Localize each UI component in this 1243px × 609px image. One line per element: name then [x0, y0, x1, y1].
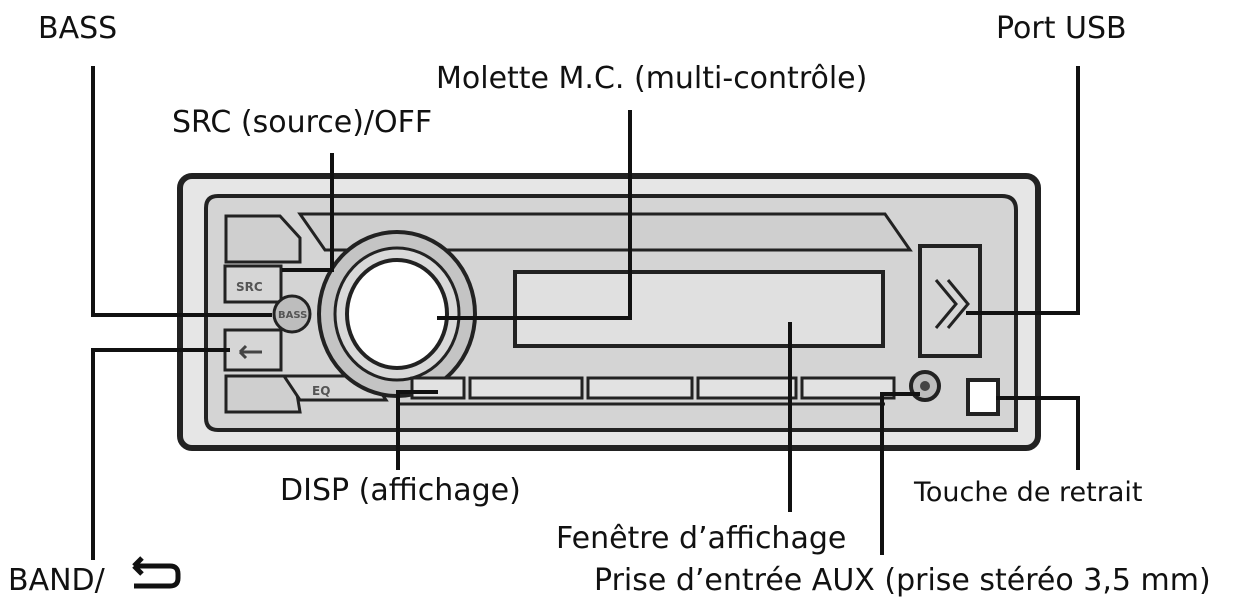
- preset-5-6: [800, 376, 896, 400]
- bass-button: [272, 294, 312, 334]
- leader-release: [996, 396, 1080, 470]
- back-arrow-icon: [238, 344, 262, 360]
- disp-button: [410, 376, 466, 400]
- bass-button-text: BASS: [278, 310, 307, 321]
- leader-lines: [91, 66, 1080, 560]
- label-disp: DISP (affichage): [280, 473, 521, 508]
- usb-chevron-icon: [934, 279, 958, 329]
- src-button: [223, 264, 283, 304]
- preset-3-4: [696, 376, 798, 400]
- src-button-text: SRC: [236, 280, 263, 294]
- left-bottom-key: [224, 374, 302, 414]
- leader-bass: [91, 66, 272, 317]
- label-mc-dial: Molette M.C. (multi-contrôle): [436, 61, 868, 96]
- release-button: [966, 378, 1000, 416]
- preset-1-3: [586, 376, 694, 400]
- usb-port: [918, 244, 982, 358]
- label-display-window: Fenêtre d’affichage: [556, 521, 847, 556]
- top-bezel: [297, 212, 913, 252]
- mc-dial: [345, 258, 449, 370]
- label-band: BAND/: [8, 563, 105, 598]
- leader-usb: [966, 66, 1080, 315]
- track-button: [468, 376, 584, 400]
- band-button: [223, 328, 283, 372]
- label-src-off: SRC (source)/OFF: [172, 105, 433, 140]
- leader-disp: [396, 390, 438, 470]
- leader-mc: [437, 110, 632, 320]
- usb-chevron-icon-2: [946, 279, 970, 329]
- label-release: Touche de retrait: [914, 477, 1143, 508]
- label-bass: BASS: [38, 11, 118, 46]
- label-aux-input: Prise d’entrée AUX (prise stéréo 3,5 mm): [594, 563, 1211, 598]
- label-port-usb: Port USB: [996, 11, 1127, 46]
- leader-aux: [880, 392, 920, 555]
- leader-band: [91, 348, 230, 560]
- band-back-icon: [132, 556, 181, 589]
- display-window: [513, 270, 885, 348]
- leader-src: [282, 153, 334, 272]
- eq-button-text: EQ: [312, 384, 330, 398]
- left-top-key: [224, 214, 302, 264]
- aux-jack-hole: [920, 381, 930, 391]
